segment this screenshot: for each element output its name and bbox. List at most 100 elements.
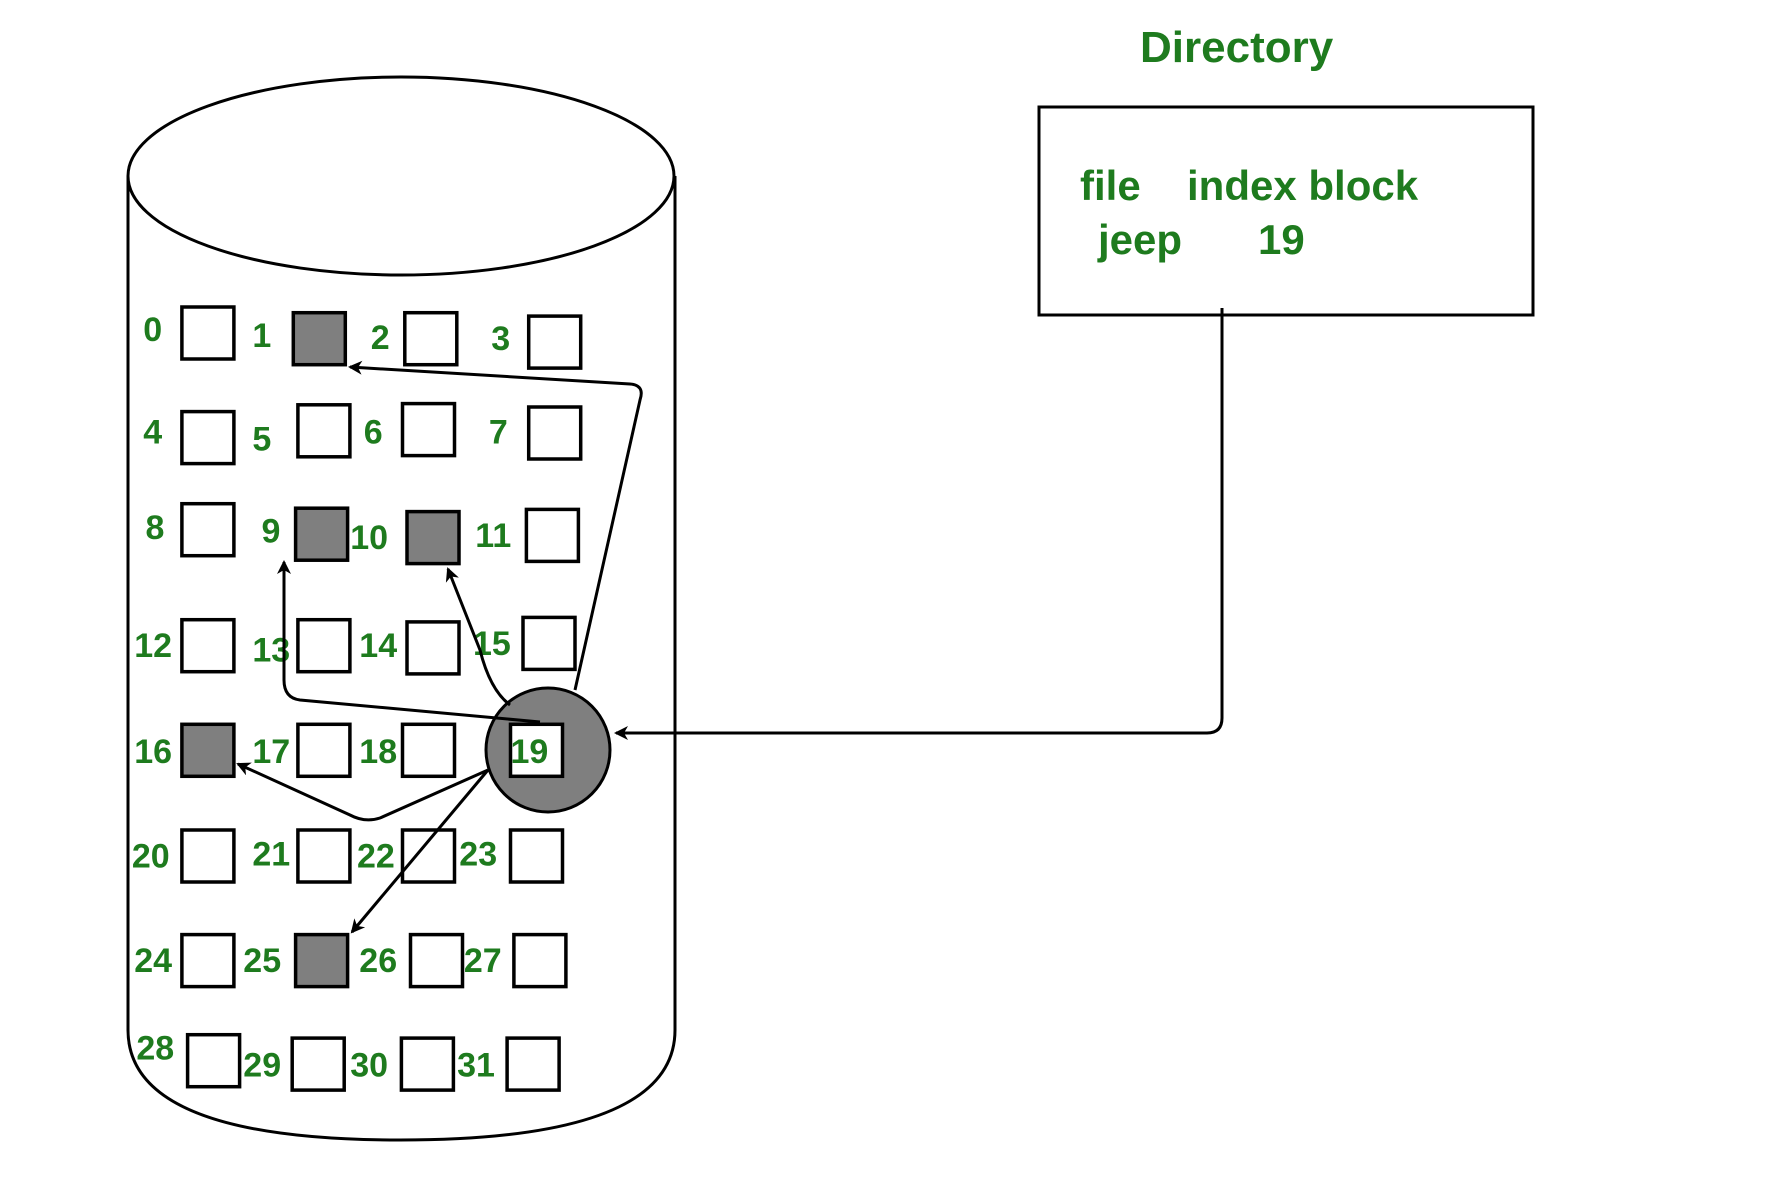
free-block-box[interactable] [512, 932, 568, 989]
block-28[interactable]: 28 [136, 1030, 242, 1089]
directory-to-index-block-arrow [614, 308, 1224, 740]
free-block-box[interactable] [180, 617, 236, 674]
directory-header-index-block: index block [1187, 162, 1419, 209]
block-3[interactable]: 3 [491, 314, 583, 370]
free-block-box[interactable] [180, 932, 236, 989]
free-block-box[interactable] [180, 409, 236, 466]
block-24[interactable]: 24 [134, 932, 236, 989]
used-block-box[interactable] [291, 310, 348, 367]
block-1[interactable]: 1 [252, 310, 348, 367]
block-14[interactable]: 14 [359, 620, 461, 676]
free-block-box[interactable] [399, 1036, 456, 1092]
free-block-box[interactable] [508, 722, 565, 779]
block-30[interactable]: 30 [350, 1036, 456, 1092]
block-16[interactable]: 16 [134, 722, 236, 779]
block-number-label: 2 [371, 319, 390, 357]
free-block-box[interactable] [290, 1036, 346, 1092]
free-block-box[interactable] [400, 828, 457, 884]
block-number-label: 20 [132, 838, 170, 876]
directory-header-file: file [1080, 162, 1141, 209]
block-number-label: 30 [350, 1047, 388, 1085]
block-4[interactable]: 4 [143, 409, 236, 466]
directory-title: Directory [1140, 23, 1334, 72]
block-10[interactable]: 10 [350, 509, 461, 566]
free-block-box[interactable] [296, 403, 352, 459]
used-block-box[interactable] [405, 509, 461, 566]
pointer-arrow-to-block-25 [350, 769, 490, 934]
free-block-box[interactable] [526, 314, 583, 370]
block-number-label: 0 [143, 311, 162, 349]
block-20[interactable]: 20 [132, 828, 236, 884]
block-29[interactable]: 29 [243, 1036, 346, 1092]
block-0[interactable]: 0 [143, 305, 236, 361]
block-number-label: 31 [457, 1047, 495, 1085]
block-number-label: 28 [136, 1030, 174, 1068]
used-block-box[interactable] [180, 722, 236, 779]
block-number-label: 16 [134, 733, 172, 771]
free-block-box[interactable] [180, 828, 236, 884]
block-number-label: 5 [252, 420, 271, 458]
block-number-label: 29 [243, 1047, 281, 1085]
pointer-arrow-to-block-16 [236, 762, 489, 822]
directory-box [1037, 105, 1535, 317]
block-number-label: 21 [252, 835, 290, 873]
block-number-label: 27 [464, 942, 502, 980]
block-27[interactable]: 27 [464, 932, 568, 989]
block-7[interactable]: 7 [489, 405, 583, 461]
block-21[interactable]: 21 [252, 828, 352, 884]
block-15[interactable]: 15 [473, 615, 577, 672]
free-block-box[interactable] [400, 401, 457, 458]
free-block-box[interactable] [296, 828, 352, 884]
free-block-box[interactable] [400, 722, 457, 779]
block-23[interactable]: 23 [459, 828, 565, 884]
free-block-box[interactable] [521, 615, 577, 672]
block-19[interactable]: 19 [508, 722, 565, 779]
free-block-box[interactable] [185, 1032, 242, 1089]
block-22[interactable]: 22 [357, 828, 457, 884]
block-12[interactable]: 12 [134, 617, 236, 674]
block-31[interactable]: 31 [457, 1036, 561, 1092]
free-block-box[interactable] [508, 828, 565, 884]
block-6[interactable]: 6 [364, 401, 457, 458]
block-number-label: 17 [252, 733, 290, 771]
block-number-label: 19 [511, 733, 549, 771]
free-block-box[interactable] [505, 1036, 561, 1092]
free-block-box[interactable] [403, 310, 459, 367]
block-8[interactable]: 8 [146, 501, 236, 558]
block-5[interactable]: 5 [252, 403, 352, 459]
block-number-label: 24 [134, 942, 172, 980]
block-19[interactable]: 19 [508, 722, 565, 779]
block-number-label: 22 [357, 838, 395, 876]
block-number-label: 1 [252, 317, 271, 355]
block-number-label: 25 [243, 942, 281, 980]
pointer-arrow-to-block-1 [348, 360, 643, 691]
pointer-arrow-to-block-10 [445, 567, 511, 707]
cylinder-top [126, 75, 676, 277]
block-26[interactable]: 26 [359, 932, 465, 989]
used-block-box[interactable] [293, 932, 350, 989]
pointer-arrow-to-block-9 [277, 560, 541, 724]
block-number-label: 18 [359, 733, 397, 771]
free-block-box[interactable] [296, 722, 352, 779]
block-9[interactable]: 9 [262, 506, 350, 562]
block-25[interactable]: 25 [243, 932, 350, 989]
free-block-box[interactable] [405, 620, 461, 676]
directory-entry-index-block: 19 [1258, 216, 1305, 263]
block-11[interactable]: 11 [475, 507, 581, 564]
directory-entry-file: jeep [1097, 216, 1182, 263]
free-block-box[interactable] [180, 501, 236, 558]
free-block-box[interactable] [180, 305, 236, 361]
block-17[interactable]: 17 [252, 722, 352, 779]
used-block-box[interactable] [293, 506, 350, 562]
block-18[interactable]: 18 [359, 722, 457, 779]
free-block-box[interactable] [524, 507, 581, 564]
free-block-box[interactable] [526, 405, 583, 461]
block-2[interactable]: 2 [371, 310, 459, 367]
free-block-box[interactable] [296, 617, 352, 674]
index-pointers [236, 360, 643, 934]
block-number-label: 14 [359, 627, 397, 665]
block-number-label: 10 [350, 519, 388, 557]
free-block-box[interactable] [408, 932, 465, 989]
